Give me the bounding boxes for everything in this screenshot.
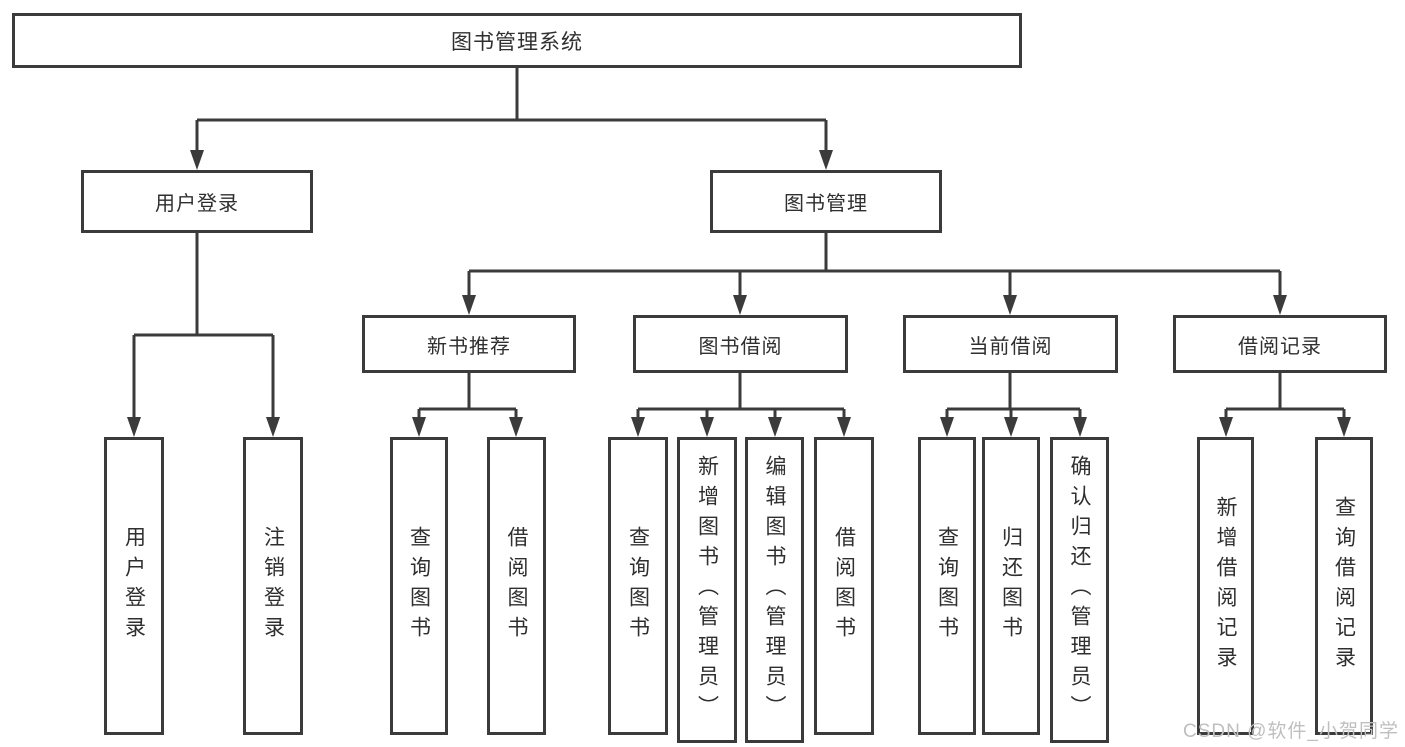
leaf-edit-books-admin: 编辑图书（管理员） bbox=[745, 437, 804, 743]
leaf-query-books-borrow: 查询图书 bbox=[608, 437, 668, 735]
leaf-add-borrow-record: 新增借阅记录 bbox=[1197, 437, 1254, 735]
leaf-query-borrow-record: 查询借阅记录 bbox=[1315, 437, 1373, 735]
leaf-query-books-recommend: 查询图书 bbox=[390, 437, 448, 735]
leaf-user-login: 用户登录 bbox=[104, 437, 164, 735]
leaf-return-books: 归还图书 bbox=[982, 437, 1040, 735]
leaf-add-books-admin: 新增图书（管理员） bbox=[677, 437, 737, 743]
node-user-login: 用户登录 bbox=[81, 170, 313, 233]
csdn-watermark: CSDN @软件_小贺同学 bbox=[1183, 721, 1399, 742]
leaf-logout: 注销登录 bbox=[243, 437, 303, 735]
node-borrowing-records: 借阅记录 bbox=[1173, 315, 1387, 373]
node-new-book-recommendation: 新书推荐 bbox=[362, 315, 576, 373]
node-book-management: 图书管理 bbox=[710, 170, 942, 233]
node-book-borrowing: 图书借阅 bbox=[633, 315, 848, 373]
leaf-borrow-books-recommend: 借阅图书 bbox=[487, 437, 546, 735]
node-current-borrowing: 当前借阅 bbox=[903, 315, 1118, 373]
leaf-borrow-books: 借阅图书 bbox=[814, 437, 874, 735]
leaf-confirm-return-admin: 确认归还（管理员） bbox=[1050, 437, 1109, 743]
leaf-query-books-current: 查询图书 bbox=[918, 437, 976, 735]
node-library-management-system: 图书管理系统 bbox=[12, 13, 1022, 68]
